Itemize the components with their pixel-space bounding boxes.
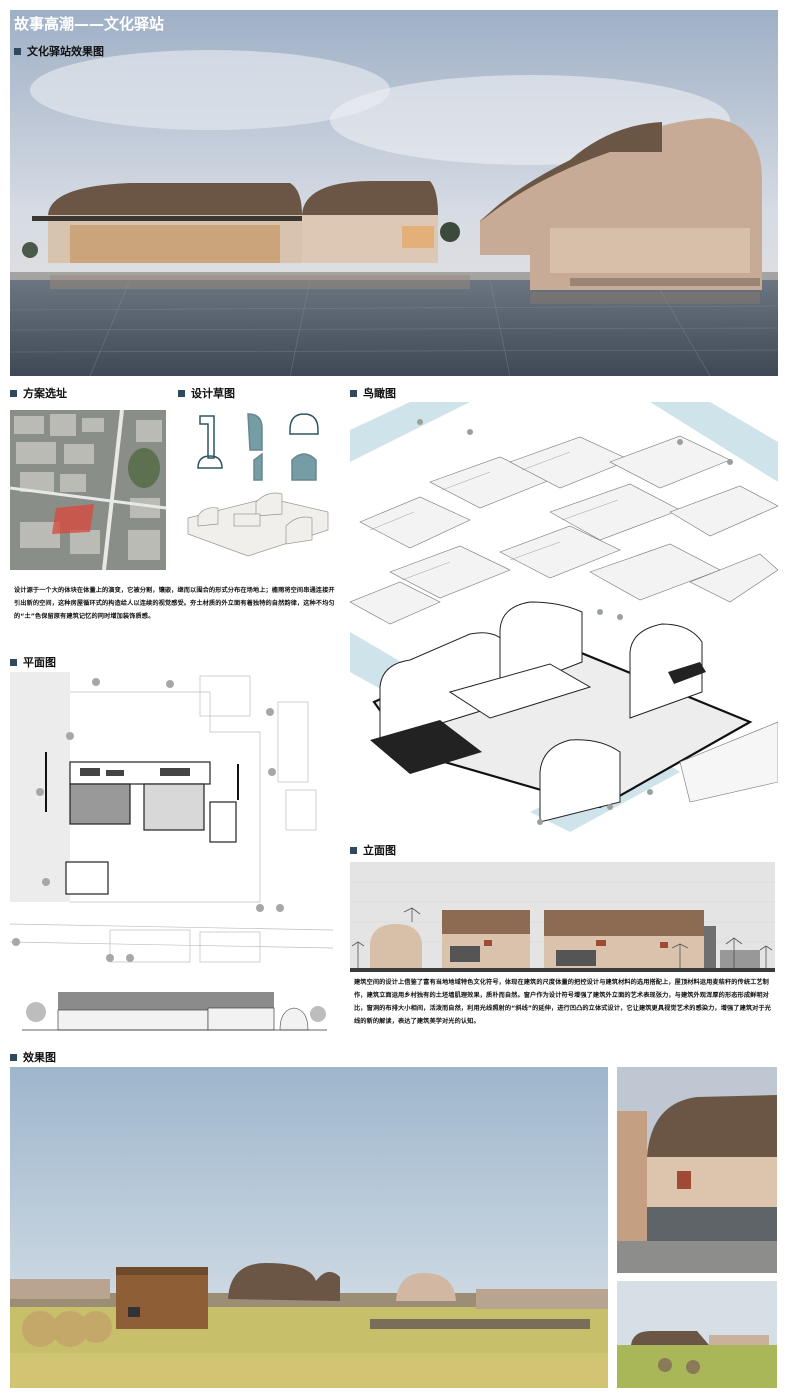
section-title-site: 方案选址	[10, 385, 67, 401]
page-title: 故事高潮——文化驿站	[14, 15, 165, 33]
render-detail-bottom	[617, 1281, 777, 1388]
plan-elevation-strip-image	[22, 982, 327, 1036]
elevation-description: 建筑空间的设计上借鉴了富有当地地域特色文化符号，体现在建筑的尺度体量的把控设计与…	[354, 979, 772, 1025]
elevation-drawing-image	[350, 862, 775, 972]
section-marker-icon	[10, 389, 17, 397]
section-title-renders: 效果图	[10, 1049, 56, 1065]
section-title-elevation: 立面图	[350, 842, 396, 858]
section-marker-icon	[10, 658, 17, 666]
section-title-sketch: 设计草图	[178, 385, 235, 401]
section-title-plan-text: 平面图	[23, 656, 56, 669]
hero-caption-text: 文化驿站效果图	[27, 45, 104, 58]
plan-elevation-strip	[22, 982, 327, 1036]
section-marker-icon	[14, 47, 21, 55]
section-marker-icon	[178, 389, 185, 397]
section-title-renders-text: 效果图	[23, 1051, 56, 1064]
section-title-site-text: 方案选址	[23, 387, 67, 400]
design-intro-text: 设计源于一个大的体块在体量上的演变，它被分割，镶嵌，继而以围合的形式分布在场地上…	[14, 587, 335, 620]
section-marker-icon	[350, 846, 357, 854]
render-detail-top	[617, 1067, 777, 1273]
section-title-sketch-text: 设计草图	[191, 387, 235, 400]
sketch-panel	[178, 410, 343, 570]
hero-caption: 文化驿站效果图	[14, 43, 104, 59]
render-main-image	[10, 1067, 608, 1388]
site-map	[10, 410, 166, 570]
render-detail-bottom-image	[617, 1281, 777, 1388]
site-map-image	[10, 410, 166, 570]
section-title-elevation-text: 立面图	[363, 844, 396, 857]
elevation-drawing	[350, 862, 775, 972]
render-main	[10, 1067, 608, 1388]
plan-drawing	[10, 672, 333, 967]
section-title-aerial-text: 鸟瞰图	[363, 387, 396, 400]
hero-render	[10, 10, 778, 376]
plan-drawing-image	[10, 672, 333, 967]
section-title-plan: 平面图	[10, 654, 56, 670]
section-title-aerial: 鸟瞰图	[350, 385, 396, 401]
sketch-image	[178, 410, 343, 570]
section-marker-icon	[350, 389, 357, 397]
hero-render-image	[10, 10, 778, 376]
render-detail-top-image	[617, 1067, 777, 1273]
aerial-view	[350, 402, 778, 832]
aerial-view-image	[350, 402, 778, 832]
section-marker-icon	[10, 1053, 17, 1061]
